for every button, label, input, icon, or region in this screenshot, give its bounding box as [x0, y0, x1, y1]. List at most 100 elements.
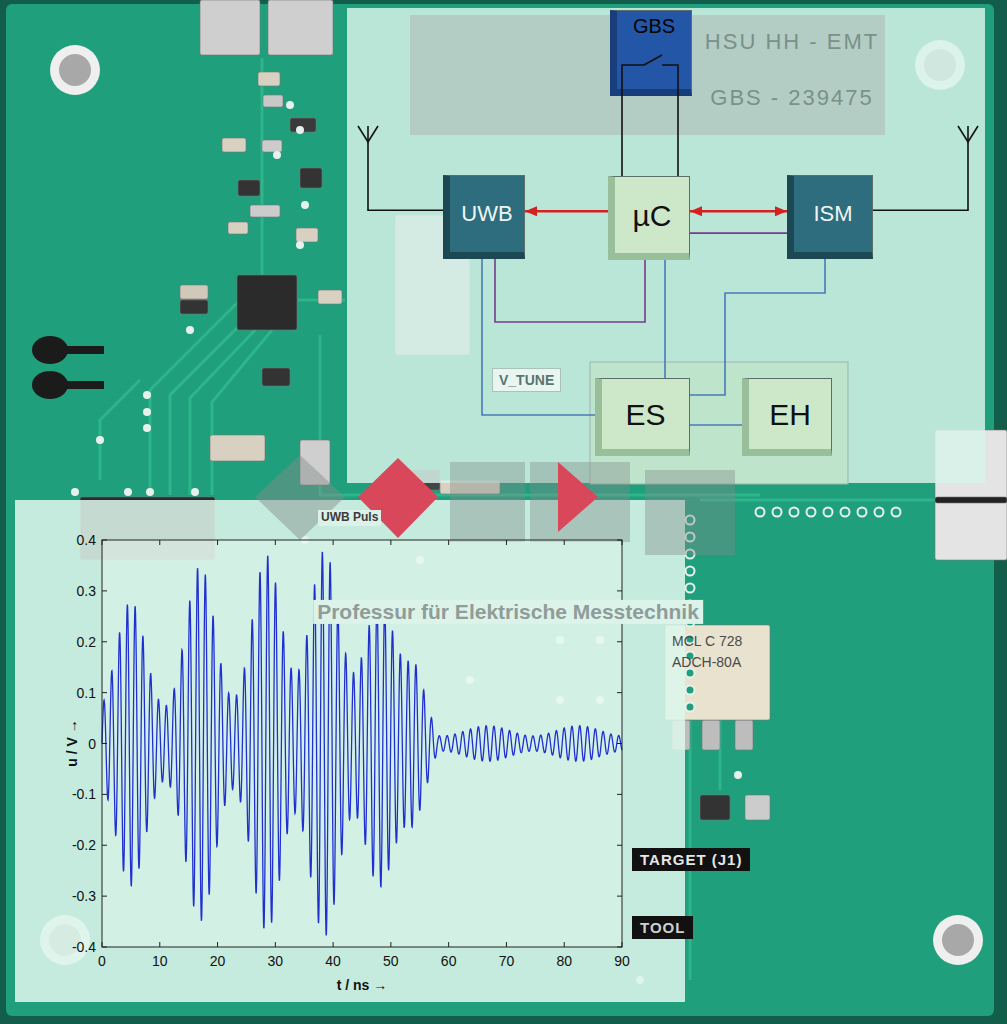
mounting-hole: [50, 45, 100, 95]
axis-tick: [102, 947, 107, 948]
pcb-trace: [700, 499, 935, 502]
axis-tick: [390, 942, 391, 947]
tick-label: 20: [210, 953, 226, 969]
tick-label: -0.2: [72, 837, 96, 853]
pcb-component: [222, 138, 246, 152]
axis-tick: [102, 540, 107, 541]
pcb-component: [262, 368, 290, 386]
pcb-component: [745, 795, 770, 820]
via-row: [686, 567, 695, 576]
axis-tick: [275, 540, 276, 545]
block-label: UWB: [461, 202, 512, 226]
led-lead: [64, 381, 104, 389]
tick-label: 70: [499, 953, 515, 969]
axis-title: t / ns →: [337, 977, 388, 993]
axis-tick: [617, 692, 622, 693]
antenna-symbol: [967, 126, 969, 150]
tick-label: 10: [152, 953, 168, 969]
via-row: [790, 508, 799, 517]
switch-symbol: [662, 65, 678, 96]
axis-tick: [622, 942, 623, 947]
pcb-trace: [261, 58, 264, 300]
axis-tick: [564, 540, 565, 545]
pcb-component: [250, 205, 280, 217]
tick-label: -0.4: [72, 939, 96, 955]
logo-watermark: [645, 470, 735, 555]
energy-storage-box: ES: [595, 378, 690, 456]
led-component: [32, 371, 68, 399]
axis-tick: [102, 692, 107, 693]
axis-tick: [448, 942, 449, 947]
via-row: [756, 508, 765, 517]
antenna-feed: [873, 150, 968, 210]
connector-label: TARGET (J1): [632, 848, 750, 871]
via: [273, 151, 281, 159]
pcb-component: [238, 180, 260, 196]
pcb-component: [200, 0, 260, 55]
pcb-trace: [150, 300, 240, 495]
axis-tick: [617, 590, 622, 591]
overlay-panel: [15, 500, 685, 1002]
signal-connector: [621, 96, 623, 176]
antenna-feed: [368, 150, 443, 210]
watermark: Professur für Elektrische Messtechnik: [313, 600, 703, 624]
via-row: [875, 508, 884, 517]
signal-connector: [690, 232, 787, 234]
pcb-component: [300, 168, 322, 188]
pcb-component: [237, 275, 297, 330]
logo-watermark: [530, 462, 630, 542]
via-row: [773, 508, 782, 517]
tick-label: 90: [614, 953, 630, 969]
axis-tick: [617, 947, 622, 948]
axis-tick: [617, 794, 622, 795]
via-row: [892, 508, 901, 517]
pcb-component: [935, 497, 1007, 503]
pcb-component: [228, 222, 248, 234]
led-component: [32, 336, 104, 399]
pcb-component: [702, 720, 720, 750]
radio-module-box: ISM: [787, 175, 873, 259]
pcb-trace: [170, 315, 250, 495]
pcb-component: [180, 300, 208, 314]
pcb-board: [6, 0, 1007, 1016]
pcb-component: [263, 95, 283, 107]
axis-tick: [159, 540, 160, 545]
block-label: GBS: [633, 15, 675, 37]
signal-connector: [690, 210, 787, 213]
axis-tick: [102, 641, 107, 642]
via: [191, 488, 199, 496]
pcb-component: [735, 720, 753, 750]
via: [296, 126, 304, 134]
pcb-component: [268, 0, 333, 55]
tick-label: 0.1: [77, 685, 96, 701]
via: [143, 408, 151, 416]
antenna-symbol: [958, 126, 978, 142]
axis-title: u / V →: [64, 719, 80, 766]
logo-watermark: [450, 462, 525, 542]
tick-label: 0.3: [77, 583, 96, 599]
via: [143, 391, 151, 399]
tick-label: 80: [556, 953, 572, 969]
logo-watermark: [255, 455, 345, 540]
part-marking: ADCH-80A: [672, 654, 741, 670]
silkscreen-text: HSU HH - EMT: [705, 29, 879, 54]
via: [286, 101, 294, 109]
pcb-trace: [190, 325, 260, 495]
axis-tick: [448, 540, 449, 545]
axis-tick: [159, 942, 160, 947]
tick-label: 0: [98, 953, 106, 969]
via: [124, 488, 132, 496]
axis-tick: [217, 942, 218, 947]
figure-caption: UWB Puls: [318, 510, 381, 526]
axis-tick: [564, 942, 565, 947]
energy-harvester-box: EH: [742, 378, 832, 456]
silkscreen-text: GBS - 239475: [710, 85, 873, 110]
axis-tick: [506, 942, 507, 947]
axis-tick: [390, 540, 391, 545]
block-label: ISM: [813, 202, 852, 226]
mounting-hole: [942, 924, 974, 956]
via: [186, 326, 194, 334]
block-label: ES: [625, 398, 665, 431]
axis-tick: [102, 896, 107, 897]
